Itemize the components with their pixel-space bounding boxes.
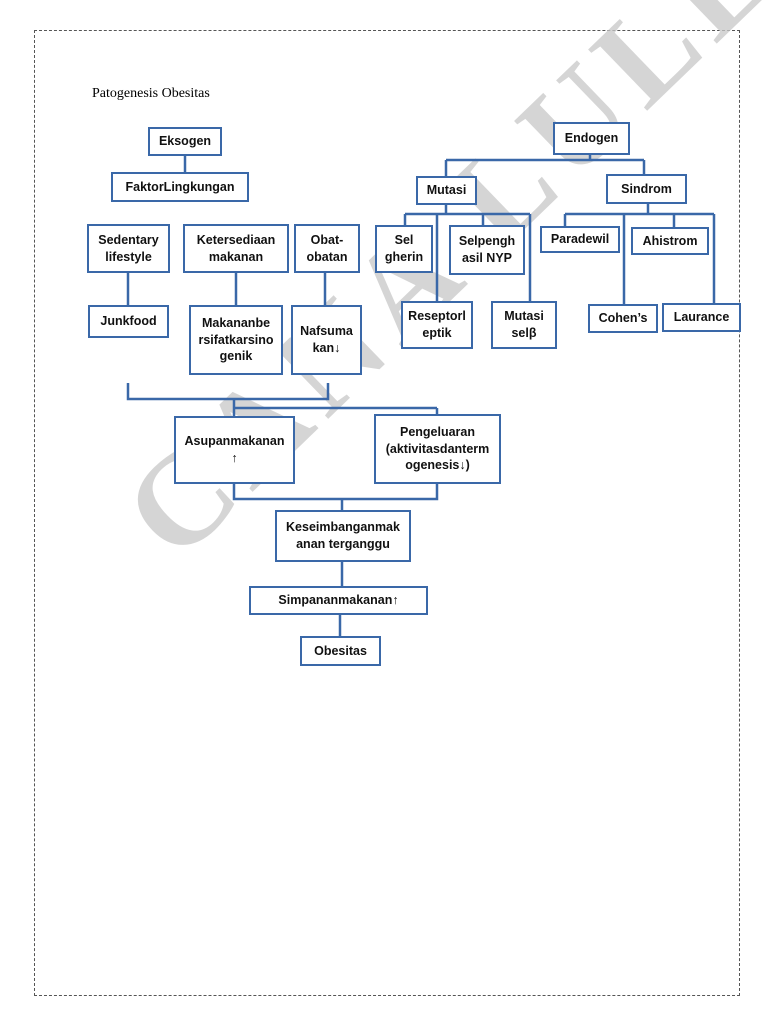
node-label: Sindrom bbox=[621, 181, 672, 196]
node-label: Obat-obatan bbox=[306, 232, 348, 264]
node-mutasi: Mutasi bbox=[416, 176, 477, 205]
node-eksogen: Eksogen bbox=[148, 127, 222, 156]
node-label: Nafsuma kan↓ bbox=[300, 324, 353, 355]
node-label: Cohen’s bbox=[598, 311, 648, 326]
connector bbox=[126, 383, 330, 401]
node-endogen: Endogen bbox=[553, 122, 630, 155]
page-title: Patogenesis Obesitas bbox=[92, 86, 210, 101]
node-simpanan-makanan: Simpananmakanan↑ bbox=[249, 586, 428, 615]
node-label: Obesitas bbox=[314, 643, 367, 658]
node-junkfood: Junkfood bbox=[88, 305, 169, 338]
node-sel-gherin: Sel gherin bbox=[375, 225, 433, 273]
node-ahistrom: Ahistrom bbox=[631, 227, 709, 255]
node-label: Ketersediaan makanan bbox=[196, 232, 276, 264]
node-obat-obatan: Obat-obatan bbox=[294, 224, 360, 273]
node-nafsu-makan: Nafsuma kan↓ bbox=[291, 305, 362, 375]
node-label: FaktorLingkungan bbox=[125, 179, 235, 194]
node-label: Eksogen bbox=[158, 134, 212, 149]
node-label: Laurance bbox=[673, 310, 730, 325]
node-sindrom: Sindrom bbox=[606, 174, 687, 204]
node-faktor-lingkungan: FaktorLingkungan bbox=[111, 172, 249, 202]
node-label: Mutasi bbox=[426, 183, 467, 198]
node-laurance: Laurance bbox=[662, 303, 741, 332]
node-label: Makananbe rsifatkarsino genik bbox=[198, 315, 274, 364]
node-label: Reseptorl eptik bbox=[408, 309, 466, 340]
node-label: Keseimbanganmak anan terganggu bbox=[286, 520, 400, 551]
node-paradewil: Paradewil bbox=[540, 226, 620, 253]
connector bbox=[232, 483, 439, 501]
node-mutasi-sel: Mutasi selβ bbox=[491, 301, 557, 349]
node-label: Paradewil bbox=[550, 232, 610, 247]
node-obesitas: Obesitas bbox=[300, 636, 381, 666]
page-border bbox=[34, 30, 740, 996]
node-makanan-karsinogenik: Makananbe rsifatkarsino genik bbox=[189, 305, 283, 375]
node-label: Sel gherin bbox=[384, 233, 424, 264]
node-label: Ahistrom bbox=[642, 233, 698, 248]
node-label: Sedentary lifestyle bbox=[98, 232, 159, 264]
node-pengeluaran: Pengeluaran (aktivitasdanterm ogenesis↓) bbox=[374, 414, 501, 484]
node-sedentary-lifestyle: Sedentary lifestyle bbox=[87, 224, 170, 273]
node-sel-npy: Selpengh asil NYP bbox=[449, 225, 525, 275]
node-reseptor-leptik: Reseptorl eptik bbox=[401, 301, 473, 349]
node-cohens: Cohen’s bbox=[588, 304, 658, 333]
node-keseimbangan: Keseimbanganmak anan terganggu bbox=[275, 510, 411, 562]
node-label: Mutasi selβ bbox=[504, 309, 544, 340]
node-label: Pengeluaran (aktivitasdanterm ogenesis↓) bbox=[385, 424, 490, 473]
node-label: Junkfood bbox=[100, 314, 157, 329]
node-asupan-makanan: Asupanmakanan ↑ bbox=[174, 416, 295, 484]
node-label: Selpengh asil NYP bbox=[458, 234, 516, 265]
node-label: Simpananmakanan↑ bbox=[278, 593, 399, 608]
node-ketersediaan-makanan: Ketersediaan makanan bbox=[183, 224, 289, 273]
node-label: Asupanmakanan ↑ bbox=[184, 434, 285, 465]
node-label: Endogen bbox=[564, 131, 619, 146]
